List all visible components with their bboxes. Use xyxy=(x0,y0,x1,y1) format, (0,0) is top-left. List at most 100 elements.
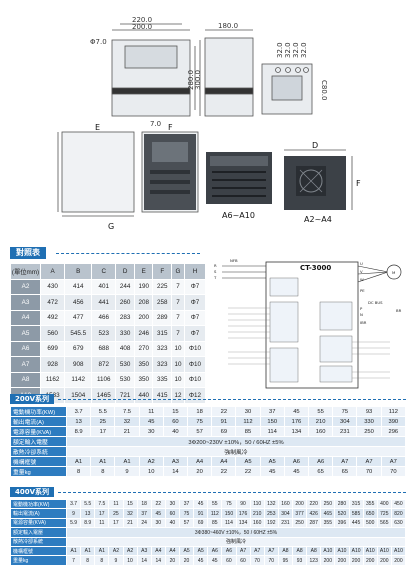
spec-cell: 57 xyxy=(178,517,195,529)
table-cell: 225 xyxy=(152,278,173,295)
spec-cell: 330 xyxy=(356,416,382,427)
spec-cell: 123 xyxy=(306,555,322,566)
top-dim-2: 32.0 xyxy=(284,42,292,58)
spec-cell: 280 xyxy=(334,498,350,510)
table-cell: 699 xyxy=(39,340,66,357)
table-cell: 7 xyxy=(171,309,185,326)
top-side-dim: C80.0 xyxy=(320,80,328,100)
spec-cell: 75 xyxy=(187,416,213,427)
caption-a6-a10: A6~A10 xyxy=(222,211,255,220)
spec-cell: 9 xyxy=(108,555,124,566)
spec-cell: 585 xyxy=(348,508,364,519)
spec-cell: 287 xyxy=(306,517,322,529)
front-bottom: 7.0 xyxy=(150,120,161,128)
table-cell: 7 xyxy=(171,325,185,342)
drawing-area: 220.0 200.0 Φ7.0 300.0 280.0 7.0 180.0 3… xyxy=(57,16,361,231)
table-cell: Φ7 xyxy=(183,325,207,342)
spec-cell: 5.9 xyxy=(65,517,82,529)
label-v: V xyxy=(360,269,363,274)
spec-cell: 200 xyxy=(334,555,350,566)
label-u: U xyxy=(360,261,363,266)
table-cell: 10 xyxy=(171,356,185,373)
spec-cell: 65 xyxy=(308,466,334,477)
table-cell: 545.5 xyxy=(64,325,93,342)
spec-cell: 315 xyxy=(348,498,364,510)
spec-cell: A7 xyxy=(356,456,382,467)
spec-cell: A6 xyxy=(308,456,334,467)
table-cell: 492 xyxy=(39,309,66,326)
table-cell: 523 xyxy=(91,325,117,342)
table-cell: 323 xyxy=(152,356,173,373)
spec-cell: 15 xyxy=(122,498,138,510)
spec-cell: 400 xyxy=(376,498,392,510)
spec-cell: A10 xyxy=(390,545,407,557)
spec-cell: 725 xyxy=(376,508,392,519)
spec-cell: 200 xyxy=(362,555,378,566)
spec-cell: 60 xyxy=(235,555,251,566)
table-column-header: G xyxy=(171,263,185,280)
spec-cell: 25 xyxy=(108,508,124,519)
front-height-outer: 300.0 xyxy=(194,70,202,90)
spec400-title: 400V系列 xyxy=(10,487,55,497)
spec-cell: A8 xyxy=(277,545,294,557)
spec-cell: 110 xyxy=(249,498,265,510)
spec-cell: 18 xyxy=(187,406,213,417)
table-cell: 200 xyxy=(133,309,154,326)
table-cell: 560 xyxy=(39,325,66,342)
spec-cell: 650 xyxy=(362,508,378,519)
spec-cell: A7 xyxy=(380,456,407,467)
spec-cell: 22 xyxy=(211,466,237,477)
table-cell: Φ10 xyxy=(183,340,207,357)
spec-row-label: 電源容量(KVA) xyxy=(10,517,67,529)
spec-cell: A6 xyxy=(221,545,237,557)
label-dcbus: DC BUS xyxy=(368,300,383,305)
spec-cell: 14 xyxy=(162,466,189,477)
table-cell: 350 xyxy=(133,371,154,388)
spec-row-label: 額定輸入電壓 xyxy=(10,436,67,447)
table-cell: 466 xyxy=(91,309,117,326)
spec-cell: 134 xyxy=(283,426,310,437)
spec-cell: A10 xyxy=(320,545,336,557)
spec-cell: 210 xyxy=(308,416,334,427)
spec-cell: A10 xyxy=(334,545,350,557)
spec-cell: 22 xyxy=(211,406,237,417)
spec-cell: 45 xyxy=(283,406,310,417)
spec-row-label: 散熱冷卻系統 xyxy=(10,446,67,457)
spec-cell: 176 xyxy=(235,508,251,519)
table-cell: 350 xyxy=(133,356,154,373)
table-cell: 408 xyxy=(115,340,135,357)
spec-cell: 25 xyxy=(90,416,116,427)
spec-row-label: 機構框號 xyxy=(10,456,67,467)
spec-cell: 250 xyxy=(320,498,336,510)
spec-cell: 8 xyxy=(65,466,92,477)
table-column-header: F xyxy=(152,263,173,280)
spec-cell: 296 xyxy=(380,426,407,437)
spec-cell: 134 xyxy=(235,517,251,529)
spec-cell: 32 xyxy=(114,416,140,427)
spec-cell: 17 xyxy=(108,517,124,529)
table-cell: 430 xyxy=(39,278,66,295)
table-cell: 10 xyxy=(171,371,185,388)
top-dim-3: 32.0 xyxy=(292,42,300,58)
dimension-table-title: 對照表 xyxy=(10,247,46,259)
spec-cell: 114 xyxy=(221,517,237,529)
spec-cell: A7 xyxy=(249,545,265,557)
spec-cell: 85 xyxy=(235,426,261,437)
spec-row: 散熱冷卻系統強制風冷 xyxy=(10,536,406,547)
enclosure-label-e: E xyxy=(95,123,100,132)
spec-cell: 112 xyxy=(235,416,261,427)
front-width-outer: 220.0 xyxy=(132,16,152,24)
spec400-header: 400V系列 xyxy=(10,487,406,497)
spec-cell: 220 xyxy=(306,498,322,510)
table-cell: 928 xyxy=(39,356,66,373)
spec-cell: 7 xyxy=(65,555,82,566)
spec-cell: 45 xyxy=(283,466,310,477)
table-column-header: E xyxy=(133,263,154,280)
spec-cell: 57 xyxy=(187,426,213,437)
spec-cell: A2 xyxy=(122,545,138,557)
